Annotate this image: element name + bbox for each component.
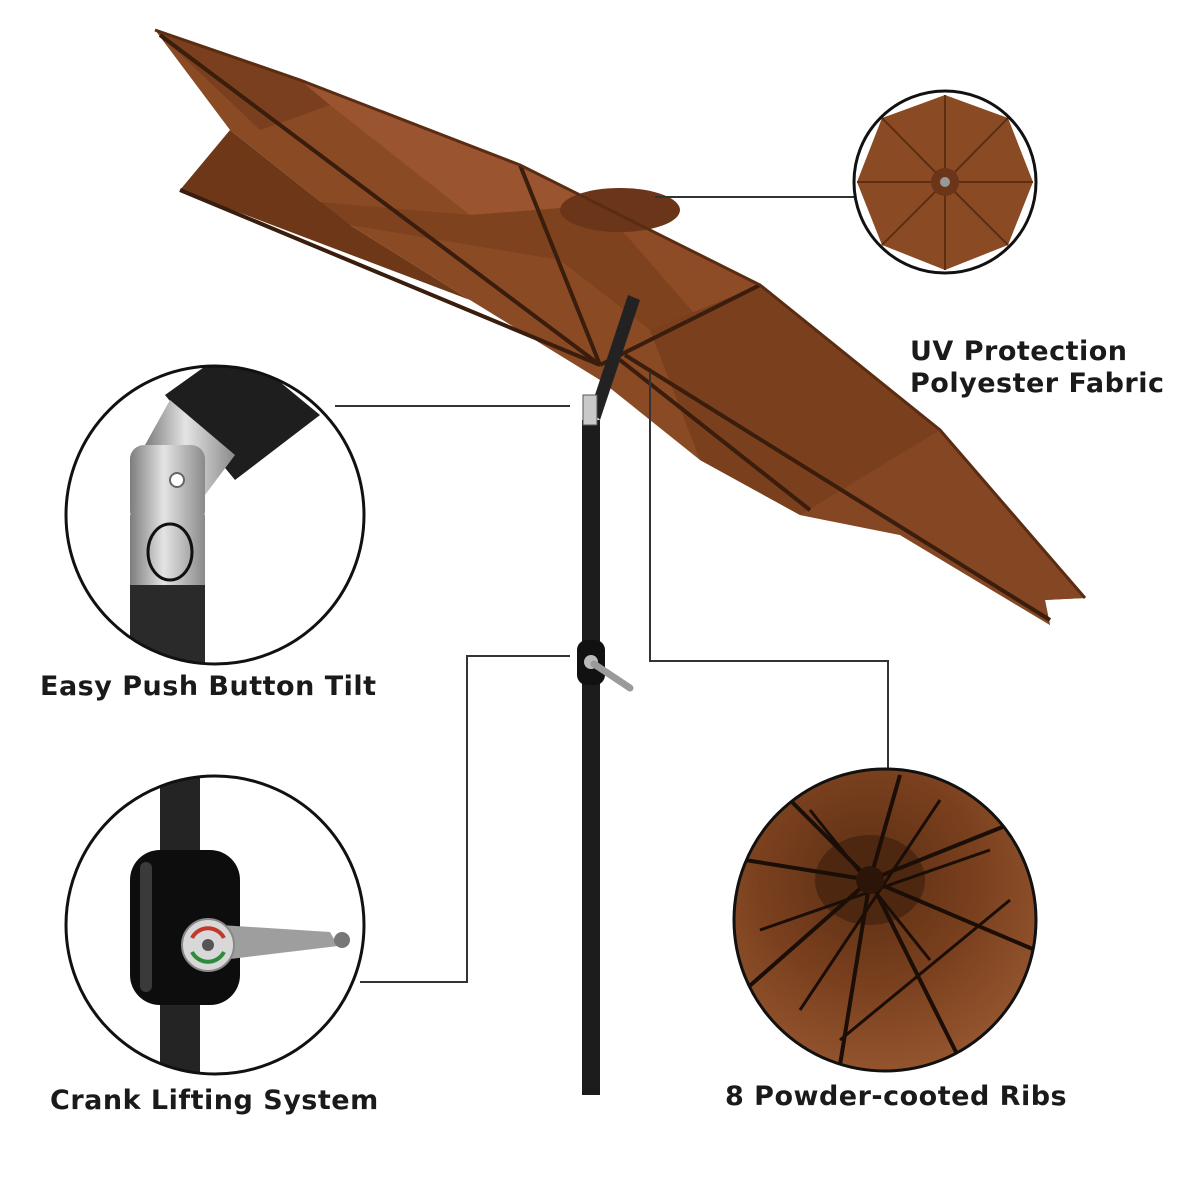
uv-fabric-line1: UV Protection bbox=[910, 336, 1128, 367]
leader-lines bbox=[335, 196, 889, 983]
ribs-caption: 8 Powder-cooted Ribs bbox=[725, 1081, 1068, 1112]
top-view-detail bbox=[852, 89, 1038, 275]
crank-caption: Crank Lifting System bbox=[50, 1085, 379, 1116]
uv-fabric-line2: Polyester Fabric bbox=[910, 368, 1165, 399]
tilt-detail bbox=[64, 364, 366, 666]
rib-underside-icon bbox=[735, 770, 1035, 1070]
uv-fabric-caption: UV Protection Polyester Fabric bbox=[910, 336, 1165, 400]
ribs-detail bbox=[732, 767, 1038, 1073]
umbrella-top-view-icon bbox=[855, 92, 1035, 272]
tilt-joint-icon bbox=[67, 367, 363, 663]
crank-detail bbox=[64, 774, 366, 1076]
umbrella-pole bbox=[577, 295, 640, 1095]
crank-handle-icon bbox=[67, 777, 363, 1073]
push-tilt-caption: Easy Push Button Tilt bbox=[40, 671, 377, 702]
